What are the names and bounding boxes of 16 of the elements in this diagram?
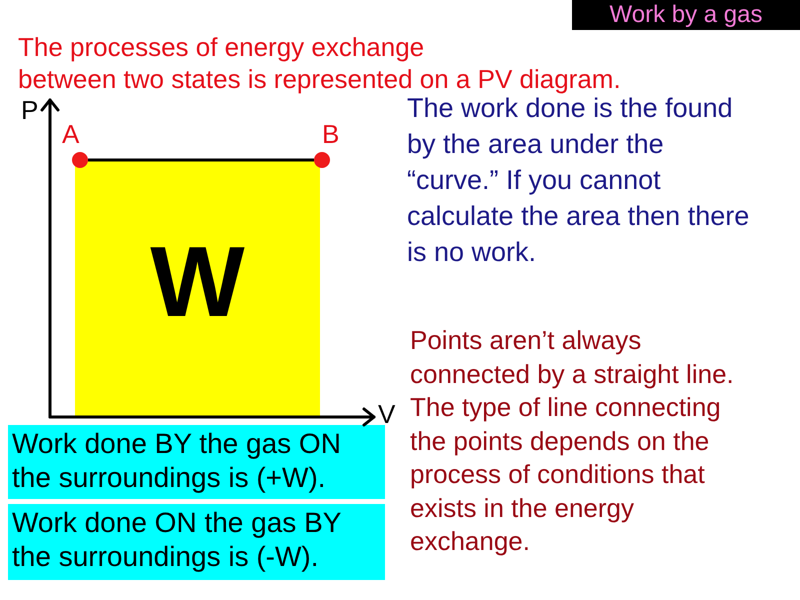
slide-title: Work by a gas: [572, 0, 800, 30]
process-line: [88, 158, 314, 162]
state-point-dot: [314, 152, 330, 168]
axis-label: V: [378, 401, 396, 427]
explanation-text: The work done is the found by the area under the “curve.” If you cannot calculate the area then there is no work.: [407, 93, 750, 269]
sign-rule-panel: [8, 425, 385, 499]
point-label: B: [322, 121, 340, 147]
axis-label: P: [21, 97, 38, 123]
state-point-dot: [72, 152, 88, 168]
explanation-text: Points aren’t always connected by a straight line. The type of line connecting the points depends on the process of conditions that exists in the energy exchange.: [410, 324, 735, 558]
work-area: [75, 160, 320, 416]
point-label: A: [62, 121, 80, 147]
sign-rule-panel: [8, 504, 385, 580]
work-symbol: W: [150, 232, 245, 332]
sign-rule-text: Work done BY the gas ON the surroundings is (+W).: [12, 427, 342, 495]
sign-rule-text: Work done ON the gas BY the surroundings is (-W).: [12, 506, 342, 574]
